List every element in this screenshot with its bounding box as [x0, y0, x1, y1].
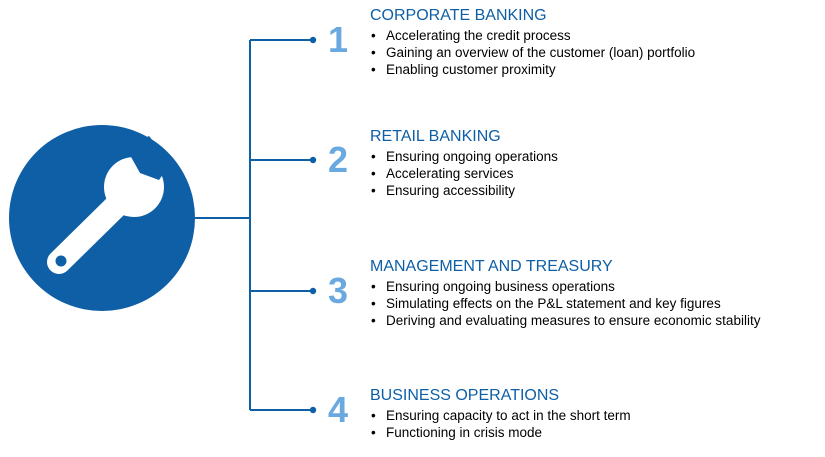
- bullet-item: Accelerating services: [370, 165, 820, 182]
- branch-4-dot: [309, 406, 317, 414]
- hub-circle: [9, 125, 195, 311]
- section-title: BUSINESS OPERATIONS: [370, 387, 560, 404]
- section-number-1: 1: [327, 19, 349, 60]
- section-retail-banking: RETAIL BANKING Ensuring ongoing operatio…: [370, 127, 820, 199]
- bullet-item: Accelerating the credit process: [370, 27, 820, 44]
- section-title: RETAIL BANKING: [370, 128, 501, 145]
- bullet-list: Ensuring ongoing operations Accelerating…: [370, 148, 820, 199]
- section-management-treasury: MANAGEMENT AND TREASURY Ensuring ongoing…: [370, 257, 820, 329]
- bullet-item: Ensuring ongoing operations: [370, 148, 820, 165]
- bullet-item: Enabling customer proximity: [370, 61, 820, 78]
- section-number-3: 3: [327, 270, 349, 311]
- section-number-2: 2: [327, 139, 349, 180]
- bullet-item: Ensuring accessibility: [370, 182, 820, 199]
- section-title: CORPORATE BANKING: [370, 7, 547, 24]
- bullet-item: Functioning in crisis mode: [370, 424, 820, 441]
- section-title: MANAGEMENT AND TREASURY: [370, 258, 613, 275]
- section-corporate-banking: CORPORATE BANKING Accelerating the credi…: [370, 6, 820, 78]
- bullet-item: Ensuring capacity to act in the short te…: [370, 407, 820, 424]
- bullet-list: Ensuring capacity to act in the short te…: [370, 407, 820, 441]
- bullet-item: Gaining an overview of the customer (loa…: [370, 44, 820, 61]
- wrench-icon: [47, 136, 171, 274]
- bullet-item: Simulating effects on the P&L statement …: [370, 295, 820, 312]
- bullet-item: Deriving and evaluating measures to ensu…: [370, 312, 820, 329]
- bullet-list: Ensuring ongoing business operations Sim…: [370, 278, 820, 329]
- branch-3-dot: [309, 287, 317, 295]
- branch-2-dot: [309, 156, 317, 164]
- section-business-operations: BUSINESS OPERATIONS Ensuring capacity to…: [370, 386, 820, 441]
- bullet-list: Accelerating the credit process Gaining …: [370, 27, 820, 78]
- section-number-4: 4: [327, 389, 349, 430]
- bullet-item: Ensuring ongoing business operations: [370, 278, 820, 295]
- branch-1-dot: [309, 36, 317, 44]
